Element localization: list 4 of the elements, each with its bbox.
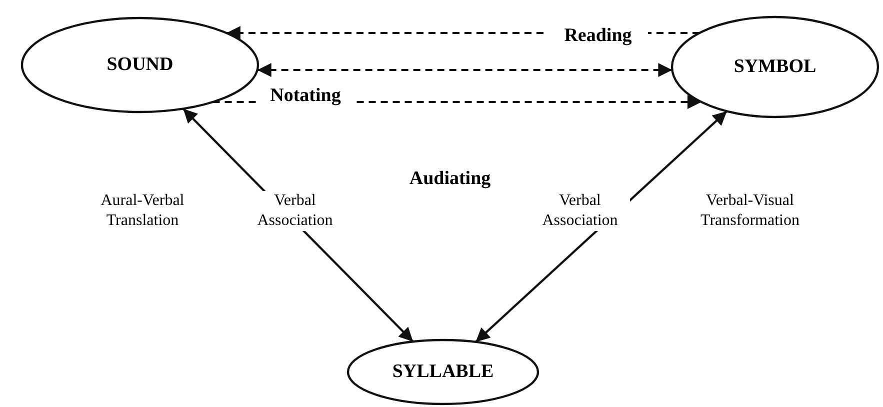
- node-label: SYMBOL: [732, 56, 818, 78]
- node-label: SYLLABLE: [391, 361, 495, 383]
- dashed-arrow: [257, 63, 672, 77]
- node-label: SOUND: [106, 54, 174, 76]
